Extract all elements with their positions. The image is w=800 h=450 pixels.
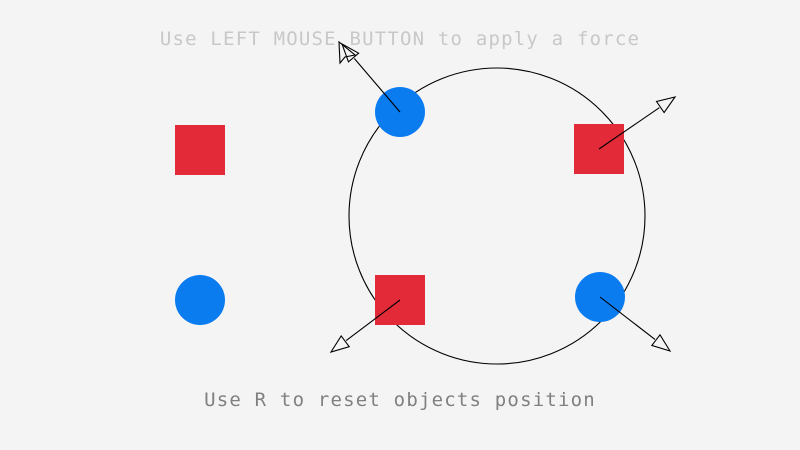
body-square-left[interactable] [175,125,225,175]
force-arrow-circle-bottom-right [599,296,672,352]
force-arrow-shaft-circle-top [353,58,401,113]
force-arrow-head-square-right [655,96,677,114]
hint-reset-objects: Use R to reset objects position [204,389,596,411]
force-arrow-square-right [598,96,677,150]
force-arrows-layer [329,42,677,353]
force-arrow-shaft-circle-bottom-right [599,296,656,340]
force-arrow-head-square-bottom [329,334,351,353]
body-circle-left[interactable] [175,275,225,325]
bodies-layer[interactable] [175,87,625,325]
circular-boundary [348,67,646,365]
boundary-layer [348,67,646,365]
mouse-pointer-icon [338,40,357,65]
force-arrow-shaft-square-bottom [345,299,401,342]
force-arrow-circle-top [340,42,401,113]
force-arrow-head-circle-top [340,42,360,63]
cursor-layer [338,40,357,65]
force-arrow-square-bottom [329,299,401,353]
force-arrow-shaft-square-right [598,107,660,150]
force-arrow-head-circle-bottom-right [650,333,672,352]
hint-apply-force: Use LEFT MOUSE BUTTON to apply a force [159,28,641,50]
